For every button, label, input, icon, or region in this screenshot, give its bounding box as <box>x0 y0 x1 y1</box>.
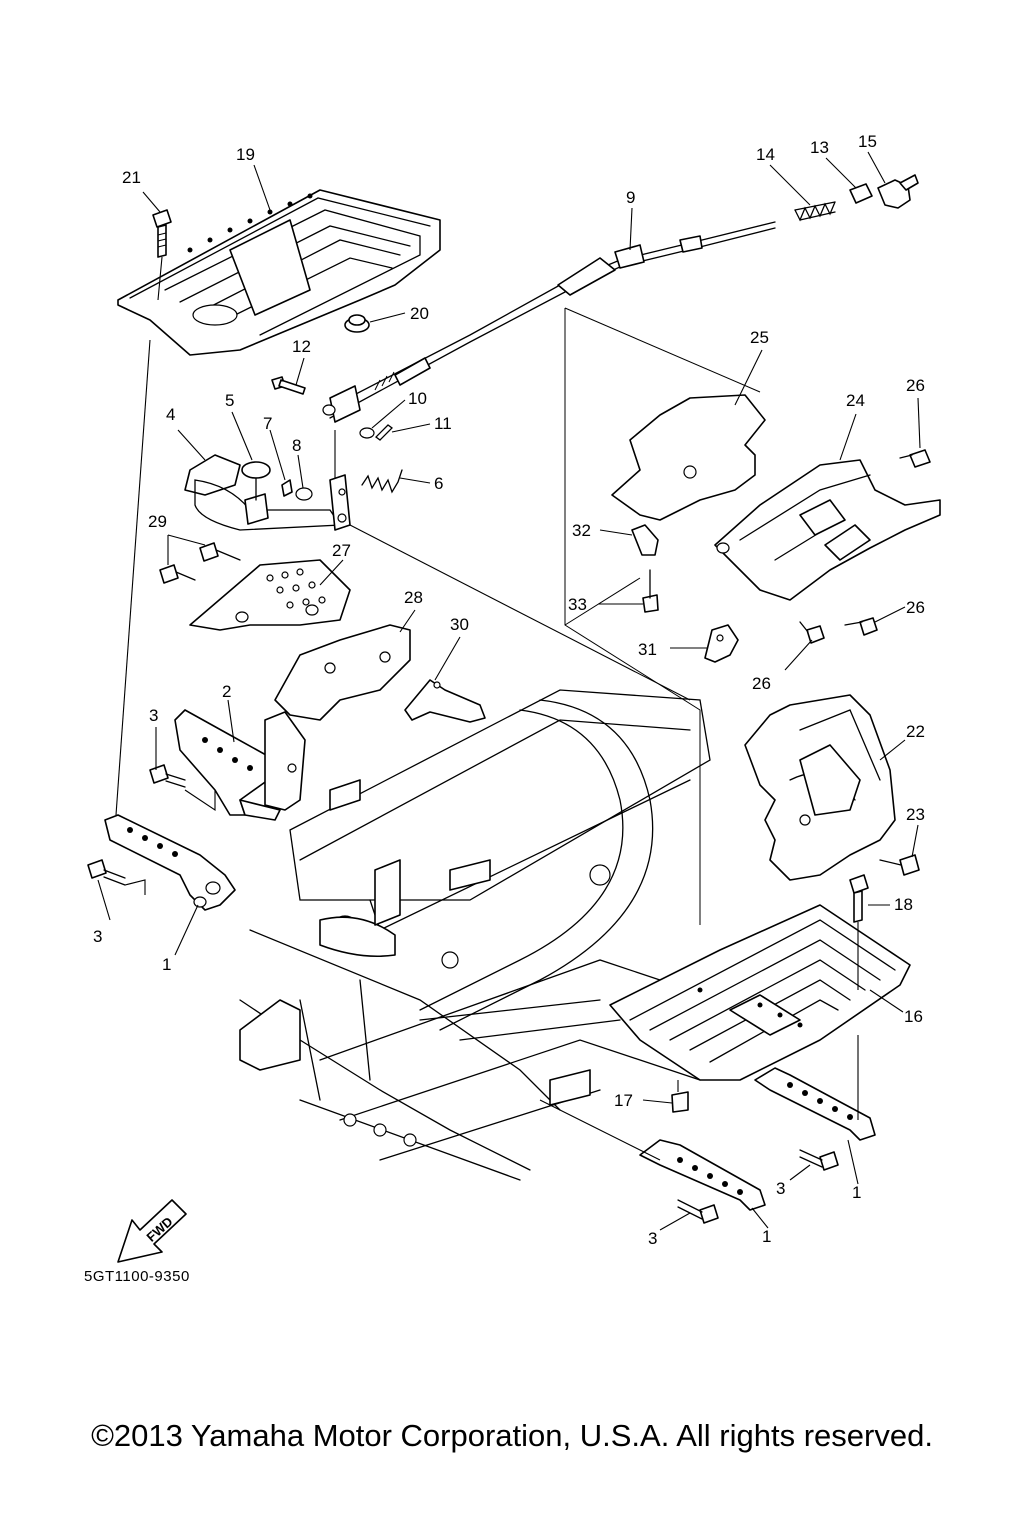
bolts-29 <box>159 542 241 584</box>
callout-26-right: 26 <box>906 598 925 617</box>
callout-30: 30 <box>450 615 469 634</box>
diagram-code: 5GT1100-9350 <box>84 1268 190 1285</box>
bracket-1-right-upper <box>754 1067 876 1141</box>
wing-nut-15 <box>877 174 919 209</box>
callout-26-lower: 26 <box>752 674 771 693</box>
callout-17: 17 <box>614 1091 633 1110</box>
bolts-26 <box>799 449 931 644</box>
callout-20: 20 <box>410 304 429 323</box>
bolt-23 <box>879 854 920 876</box>
callout-4: 4 <box>166 405 175 424</box>
footrest-27 <box>189 559 351 631</box>
bracket-32 <box>631 524 659 556</box>
leader-lines <box>97 151 921 1231</box>
bracket-2 <box>174 709 306 821</box>
callout-15: 15 <box>858 132 877 151</box>
grommet-20 <box>344 314 370 333</box>
bolt-21 <box>152 209 172 258</box>
washer-8 <box>295 487 313 501</box>
callout-1-left: 1 <box>162 955 171 974</box>
callout-33: 33 <box>568 595 587 614</box>
clip-7 <box>281 479 293 497</box>
bolt-3c <box>799 1149 839 1171</box>
callout-1-right: 1 <box>852 1183 861 1202</box>
callout-3-upper: 3 <box>149 706 158 725</box>
callout-28: 28 <box>404 588 423 607</box>
callout-9: 9 <box>626 188 635 207</box>
callout-3-right: 3 <box>776 1179 785 1198</box>
callout-2: 2 <box>222 682 231 701</box>
callout-16: 16 <box>904 1007 923 1026</box>
bracket-1-left <box>104 814 236 911</box>
bolt-3a <box>149 764 186 788</box>
callout-10: 10 <box>408 389 427 408</box>
footrest-board-right <box>609 904 911 1081</box>
callout-21: 21 <box>122 168 141 187</box>
cotter-pin-11 <box>375 424 393 441</box>
callout-18: 18 <box>894 895 913 914</box>
bolt-3b <box>87 859 126 886</box>
cover-22 <box>744 694 896 881</box>
guard-28 <box>274 624 411 721</box>
callout-5: 5 <box>225 391 234 410</box>
callout-7: 7 <box>263 414 272 433</box>
spring-6 <box>361 469 403 494</box>
cover-24 <box>714 459 941 601</box>
fwd-arrow-icon: FWD <box>117 1199 187 1263</box>
cover-25 <box>611 394 766 521</box>
nut-13 <box>849 183 873 204</box>
callout-23: 23 <box>906 805 925 824</box>
callout-29: 29 <box>148 512 167 531</box>
callout-1-bottom: 1 <box>762 1227 771 1246</box>
callout-3-bottom: 3 <box>648 1229 657 1248</box>
callout-8: 8 <box>292 436 301 455</box>
pin-12 <box>271 376 306 395</box>
nut-33 <box>642 569 659 613</box>
bracket-1-right-lower <box>639 1139 766 1211</box>
callout-12: 12 <box>292 337 311 356</box>
callout-3-left: 3 <box>93 927 102 946</box>
callout-24: 24 <box>846 391 865 410</box>
callout-14: 14 <box>756 145 775 164</box>
callout-26-top: 26 <box>906 376 925 395</box>
callout-11: 11 <box>434 414 452 433</box>
bracket-30 <box>404 679 486 723</box>
brake-cable-9 <box>324 221 776 423</box>
frame <box>239 689 721 1181</box>
callout-25: 25 <box>750 328 769 347</box>
callout-19: 19 <box>236 145 255 164</box>
assembly-group-box <box>564 307 761 925</box>
copyright-notice: ©2013 Yamaha Motor Corporation, U.S.A. A… <box>91 1418 933 1453</box>
grommet-17 <box>671 1091 689 1113</box>
callout-32: 32 <box>572 521 591 540</box>
footrest-board-left <box>117 189 441 356</box>
cap-5 <box>241 461 271 501</box>
callout-13: 13 <box>810 138 829 157</box>
callout-27: 27 <box>332 541 351 560</box>
callout-22: 22 <box>906 722 925 741</box>
bracket-31 <box>704 624 739 663</box>
brake-pedal-4 <box>184 454 351 531</box>
callout-31: 31 <box>638 640 657 659</box>
callout-6: 6 <box>434 474 443 493</box>
spring-14 <box>794 201 836 222</box>
callout-numbers: 21 19 14 13 15 9 20 12 25 10 26 5 24 4 7… <box>93 132 925 1248</box>
washers-10 <box>322 404 375 439</box>
bolt-18 <box>849 874 869 923</box>
bolt-3d <box>677 1199 719 1224</box>
